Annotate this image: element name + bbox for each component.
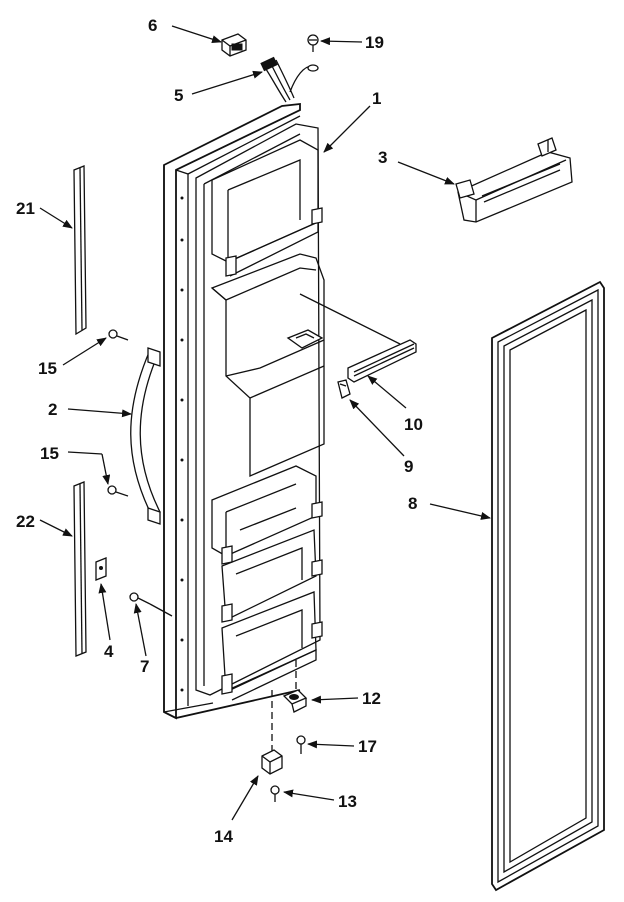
connector-part-6 [221, 33, 247, 57]
trim-part-22 [73, 481, 87, 657]
callout-21: 21 [16, 199, 35, 218]
callout-3: 3 [378, 148, 387, 167]
callout-9: 9 [404, 457, 413, 476]
callout-22: 22 [16, 512, 35, 531]
trim-part-21 [73, 165, 87, 336]
callout-15-upper: 15 [38, 359, 57, 378]
callout-5: 5 [174, 86, 183, 105]
screw-part-19 [307, 34, 319, 52]
callout-10: 10 [404, 415, 423, 434]
pin-part-7 [129, 592, 173, 617]
callout-labels: 6 19 5 1 3 21 15 2 15 22 4 7 10 9 8 12 1… [16, 16, 423, 846]
callout-13: 13 [338, 792, 357, 811]
screw-part-15-upper [108, 329, 129, 341]
callout-7: 7 [140, 657, 149, 676]
door-assembly [163, 102, 325, 720]
handle-part-2 [130, 347, 161, 525]
callout-2: 2 [48, 400, 57, 419]
callout-8: 8 [408, 494, 417, 513]
screw-part-15-lower [107, 485, 129, 497]
callout-15-lower: 15 [40, 444, 59, 463]
wire-harness-part-5 [260, 56, 319, 103]
callout-6: 6 [148, 16, 157, 35]
callout-12: 12 [362, 689, 381, 708]
door-shelf-part-3 [455, 137, 573, 223]
hinge-bushing-part-12 [282, 689, 308, 713]
screw-part-13 [270, 785, 280, 802]
callout-14: 14 [214, 827, 233, 846]
liner-screw-dots [180, 196, 184, 692]
callout-17: 17 [358, 737, 377, 756]
gasket-part-8 [491, 280, 605, 892]
hinge-part-14 [261, 749, 283, 775]
callout-4: 4 [104, 642, 114, 661]
callout-19: 19 [365, 33, 384, 52]
clip-part-9 [337, 379, 351, 399]
trim-part-10 [299, 293, 417, 383]
hinge-cover-part-4 [95, 557, 107, 581]
leader-lines [39, 25, 491, 821]
callout-1: 1 [372, 89, 381, 108]
screw-part-17 [296, 735, 306, 754]
